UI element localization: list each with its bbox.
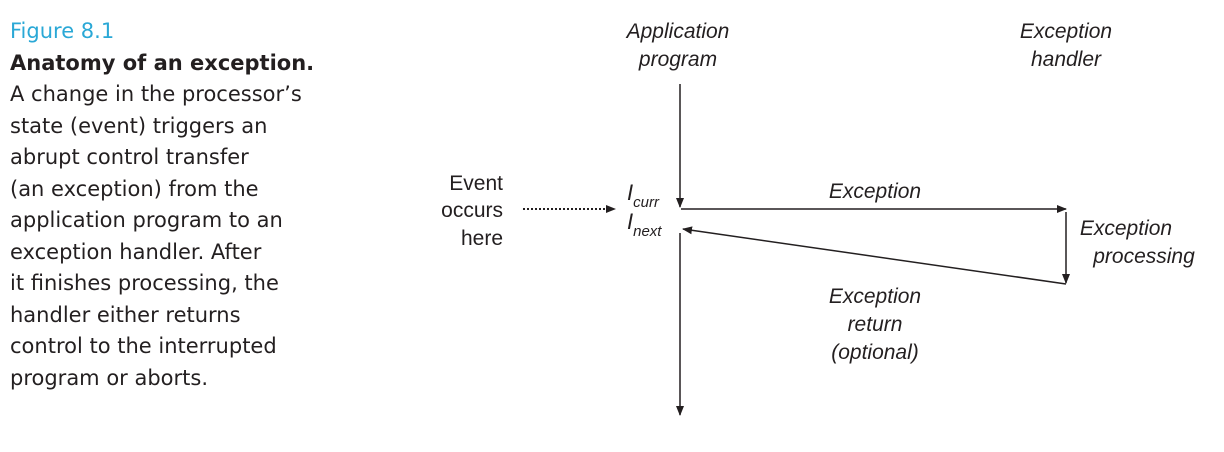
description-line: handler either returns [10, 302, 241, 327]
description-line: control to the interrupted [10, 334, 277, 358]
exception-handler-label-line2: handler [1031, 48, 1102, 71]
figure-description: A change in the processor’s state (event… [10, 79, 370, 394]
i-curr-label: Icurr [627, 180, 660, 211]
exception-processing-label-line2: processing [1092, 245, 1195, 268]
exception-label: Exception [829, 180, 921, 203]
application-program-label-line1: Application [625, 20, 730, 43]
figure-caption: Figure 8.1 Anatomy of an exception. A ch… [10, 16, 370, 394]
exception-return-arrow [682, 226, 1067, 285]
exception-return-label-line2: return [848, 313, 903, 336]
description-line: application program to an [10, 208, 283, 232]
figure-title: Anatomy of an exception. [10, 50, 315, 75]
exception-processing-label-line1: Exception [1080, 217, 1172, 240]
event-label-line1: Event [449, 172, 503, 195]
description-line: state (event) triggers an [10, 113, 268, 138]
event-label-line2: occurs [441, 199, 503, 222]
figure-number: Figure 8.1 [10, 19, 115, 43]
description-line: abrupt control transfer [10, 145, 249, 169]
application-program-label-line2: program [638, 48, 717, 71]
description-line: it finishes processing, the [10, 271, 279, 295]
description-line: A change in the processor’s [10, 82, 302, 106]
i-next-label: Inext [627, 209, 662, 240]
description-line: program or aborts. [10, 365, 209, 390]
exception-return-label-line1: Exception [829, 285, 921, 308]
description-line: exception handler. After [10, 239, 262, 264]
exception-handler-label-line1: Exception [1020, 20, 1112, 43]
event-label-line3: here [461, 227, 503, 250]
exception-return-label-line3: (optional) [831, 341, 919, 364]
description-line: (an exception) from the [10, 176, 259, 201]
